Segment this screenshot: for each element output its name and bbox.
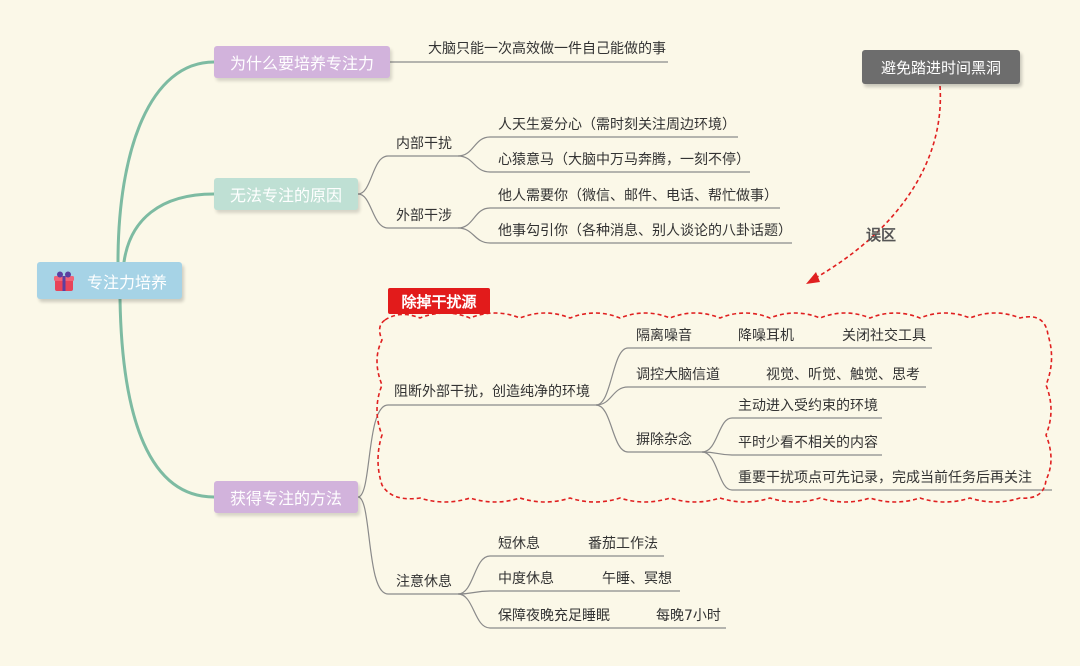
clutter-item-3[interactable]: 重要干扰项点可先记录，完成当前任务后再关注 bbox=[738, 470, 1032, 486]
branch-why[interactable]: 为什么要培养专注力 bbox=[214, 46, 390, 78]
internal-label[interactable]: 内部干扰 bbox=[396, 136, 452, 152]
clutter-item-1[interactable]: 主动进入受约束的环境 bbox=[738, 398, 878, 414]
clutter-item-2[interactable]: 平时少看不相关的内容 bbox=[738, 435, 878, 451]
rest-medium-value[interactable]: 午睡、冥想 bbox=[602, 571, 672, 587]
connector-cannot bbox=[122, 192, 216, 264]
clutter-label[interactable]: 摒除杂念 bbox=[636, 432, 692, 448]
branch-methods-label: 获得专注的方法 bbox=[229, 489, 342, 508]
callout-tag[interactable]: 除掉干扰源 bbox=[388, 288, 490, 314]
external-label[interactable]: 外部干涉 bbox=[396, 208, 452, 224]
mistake-arrow bbox=[811, 85, 942, 281]
avoid-box[interactable]: 避免踏进时间黑洞 bbox=[862, 50, 1020, 84]
why-detail[interactable]: 大脑只能一次高效做一件自己能做的事 bbox=[428, 41, 666, 57]
internal-item-1[interactable]: 人天生爱分心（需时刻关注周边环境） bbox=[498, 117, 736, 133]
noise-item-a[interactable]: 降噪耳机 bbox=[738, 328, 794, 344]
avoid-box-label: 避免踏进时间黑洞 bbox=[880, 58, 1001, 77]
branch-cannot-label: 无法专注的原因 bbox=[229, 186, 342, 205]
rest-medium-label[interactable]: 中度休息 bbox=[498, 571, 554, 587]
channel-label[interactable]: 调控大脑信道 bbox=[636, 367, 720, 383]
channel-value[interactable]: 视觉、听觉、触觉、思考 bbox=[766, 367, 920, 383]
callout-cloud bbox=[376, 312, 1053, 503]
noise-label[interactable]: 隔离噪音 bbox=[636, 328, 692, 344]
rest-sleep-value[interactable]: 每晚7小时 bbox=[656, 608, 721, 624]
rest-label[interactable]: 注意休息 bbox=[396, 574, 452, 590]
internal-item-2[interactable]: 心猿意马（大脑中万马奔腾，一刻不停） bbox=[498, 152, 750, 168]
connector-methods bbox=[118, 297, 216, 499]
rest-short-value[interactable]: 番茄工作法 bbox=[588, 536, 658, 552]
root-label: 专注力培养 bbox=[87, 272, 168, 292]
rest-sleep-label[interactable]: 保障夜晚充足睡眠 bbox=[498, 608, 610, 624]
noise-item-b[interactable]: 关闭社交工具 bbox=[842, 328, 926, 344]
external-item-2[interactable]: 他事勾引你（各种消息、别人谈论的八卦话题） bbox=[498, 223, 792, 239]
block-label[interactable]: 阻断外部干扰，创造纯净的环境 bbox=[394, 384, 590, 400]
thin-connectors bbox=[357, 61, 1052, 629]
trunk-connectors bbox=[116, 60, 216, 499]
connector-why bbox=[116, 60, 216, 264]
callout-tag-label: 除掉干扰源 bbox=[401, 292, 477, 311]
mistake-label[interactable]: 误区 bbox=[866, 226, 897, 244]
root-node[interactable]: 专注力培养 bbox=[37, 262, 182, 299]
arrow-head-icon bbox=[806, 272, 820, 284]
external-item-1[interactable]: 他人需要你（微信、邮件、电话、帮忙做事） bbox=[498, 188, 778, 204]
branch-methods[interactable]: 获得专注的方法 bbox=[214, 481, 358, 513]
rest-short-label[interactable]: 短休息 bbox=[498, 536, 540, 552]
branch-why-label: 为什么要培养专注力 bbox=[229, 54, 374, 73]
branch-cannot[interactable]: 无法专注的原因 bbox=[214, 178, 358, 210]
gift-icon bbox=[54, 271, 74, 291]
